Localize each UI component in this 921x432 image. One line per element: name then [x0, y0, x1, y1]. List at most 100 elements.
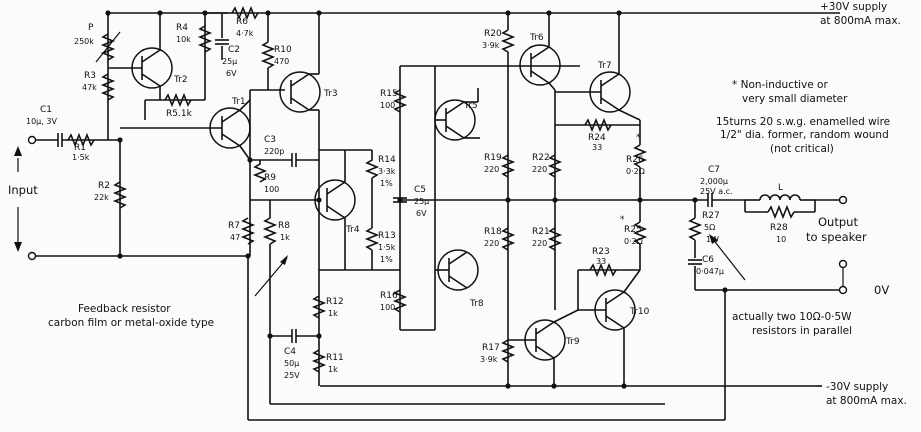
- pos-supply-label: +30V supply: [820, 1, 887, 13]
- label-tr2: Tr2: [173, 75, 188, 85]
- r22-resistor: [547, 154, 563, 178]
- r13-resistor: [364, 227, 380, 251]
- value-r8: 1k: [280, 233, 290, 242]
- label-r11: R11: [326, 353, 344, 363]
- r26-resistor: [632, 144, 648, 168]
- parallel-arrow-head: [709, 234, 718, 244]
- junctions: [105, 10, 728, 389]
- tr3-emitter: [290, 97, 310, 111]
- r1-resistor: [67, 132, 95, 148]
- output-label: Output: [818, 215, 858, 229]
- tr6-e-wire: [548, 82, 556, 91]
- note-coil-2: 1/2" dia. former, random wound: [720, 129, 889, 141]
- value-r13: 1·5k: [378, 243, 396, 252]
- label-tr1: Tr1: [231, 97, 246, 107]
- value-r18: 220: [484, 239, 499, 248]
- label-r5: R5.1k: [166, 109, 193, 119]
- value-r24: 33: [592, 143, 602, 152]
- label-tr8: Tr8: [469, 299, 484, 309]
- output-terminal[interactable]: [838, 195, 848, 205]
- label-r25: R25: [624, 225, 642, 235]
- value-r12: 1k: [328, 309, 338, 318]
- value-c7: 2,000μ: [700, 177, 728, 186]
- label-tr9: Tr9: [565, 337, 580, 347]
- r7-resistor: [240, 217, 256, 245]
- value-r28: 10: [776, 235, 786, 244]
- note-parallel-2: resistors in parallel: [752, 325, 852, 337]
- label-r24: R24: [588, 133, 606, 143]
- note-feedback-2: carbon film or metal-oxide type: [48, 317, 214, 329]
- input-terminal[interactable]: [27, 135, 37, 145]
- tr7-emitter: [600, 97, 620, 111]
- input-ground-terminal[interactable]: [27, 251, 37, 261]
- value-r10: 470: [274, 57, 289, 66]
- value-r11: 1k: [328, 365, 338, 374]
- output-label-sub: to speaker: [806, 230, 867, 244]
- tr2-emitter: [141, 73, 161, 87]
- label-tr5: Tr5: [463, 101, 478, 111]
- junction-dot: [552, 197, 558, 203]
- label-l: L: [778, 183, 783, 193]
- tr4-emitter: [326, 205, 346, 219]
- label-c1: C1: [40, 105, 52, 115]
- value-r2: 22k: [94, 193, 109, 202]
- value-r16: 100: [380, 303, 395, 312]
- r2-resistor: [112, 181, 128, 209]
- r27-resistor: [687, 217, 703, 241]
- tr3-collector: [290, 73, 310, 87]
- labels: +30V supply at 800mA max. -30V supply at…: [8, 1, 907, 407]
- junction-dot: [397, 197, 403, 203]
- neg-supply-sub: at 800mA max.: [826, 395, 907, 407]
- tr10-collector: [605, 291, 625, 305]
- label-r3: R3: [84, 71, 96, 81]
- value-r14: 3·3k: [378, 167, 396, 176]
- junction-dot: [505, 383, 511, 389]
- zero-volt-terminal[interactable]: [838, 285, 848, 295]
- value-c5-volts: 6V: [416, 209, 427, 218]
- tr1-emitter: [221, 133, 241, 147]
- rails: [108, 12, 848, 421]
- value-r3: 47k: [82, 83, 97, 92]
- junction-dot: [202, 10, 208, 16]
- label-p: P: [88, 23, 94, 33]
- label-tr4: Tr4: [345, 225, 360, 235]
- r21-resistor: [547, 227, 563, 251]
- tr10-emitter: [605, 315, 625, 329]
- tr1-e-wire: [239, 145, 251, 161]
- junction-dot: [616, 10, 622, 16]
- input-section: [14, 13, 248, 261]
- arrow-head-up: [14, 146, 22, 156]
- label-r13: R13: [378, 231, 396, 241]
- tr9-collector: [535, 321, 555, 335]
- junction-dot: [621, 383, 627, 389]
- tr8-collector: [448, 251, 468, 265]
- r20-resistor: [500, 29, 516, 53]
- label-r7: R7: [228, 221, 240, 231]
- junction-dot: [637, 197, 643, 203]
- label-r10: R10: [274, 45, 292, 55]
- note-coil-3: (not critical): [770, 143, 834, 155]
- l-inductor: [759, 194, 801, 201]
- value-r21: 220: [532, 239, 547, 248]
- value-r23: 33: [596, 257, 606, 266]
- tr5-emitter: [445, 125, 465, 139]
- value-r9: 100: [264, 185, 279, 194]
- junction-dot: [105, 10, 111, 16]
- label-tr3: Tr3: [323, 89, 338, 99]
- r15-resistor: [392, 89, 408, 113]
- value-c7-volts: 25V a.c.: [700, 187, 733, 196]
- pos-supply-sub: at 800mA max.: [820, 15, 901, 27]
- input-label: Input: [8, 183, 38, 197]
- feedback-pointer: [254, 257, 288, 297]
- value-r17: 3·9k: [480, 355, 498, 364]
- junction-dot: [505, 197, 511, 203]
- star-r25: *: [620, 215, 625, 225]
- junction-dot: [505, 10, 511, 16]
- r8-resistor: [262, 217, 278, 245]
- value-r22: 220: [532, 165, 547, 174]
- note-star-2: very small diameter: [742, 93, 848, 105]
- junction-dot: [722, 287, 728, 293]
- zero-volt-top-terminal[interactable]: [838, 259, 848, 269]
- note-feedback-1: Feedback resistor: [78, 303, 171, 315]
